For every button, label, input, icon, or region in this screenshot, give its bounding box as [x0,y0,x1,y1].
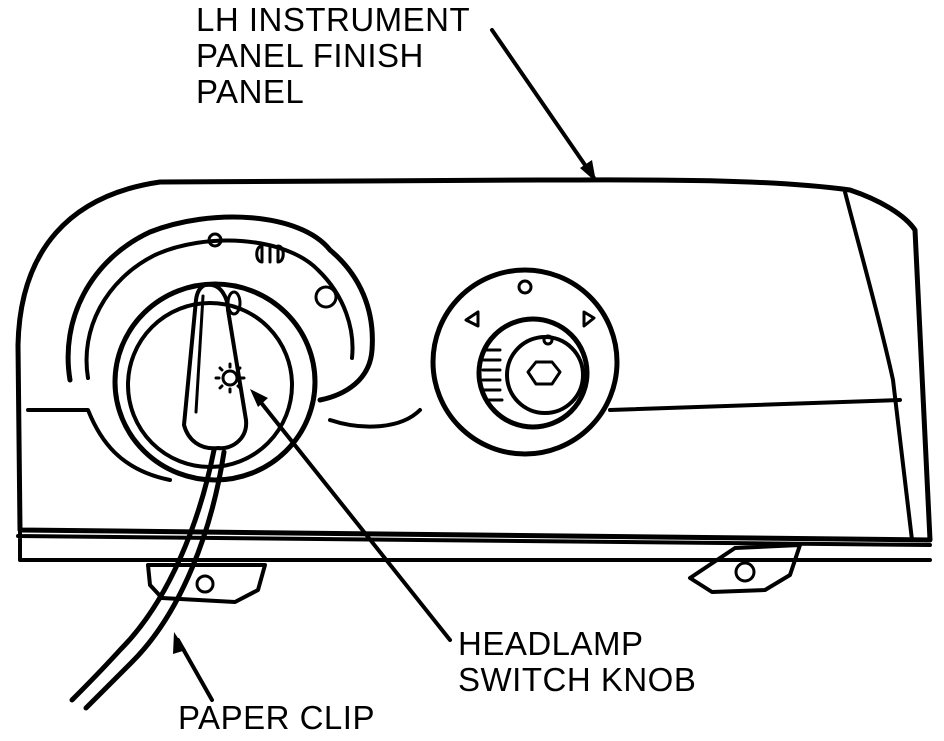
parking-lamp-symbol [255,244,285,264]
aux-position-mark [517,279,533,295]
aux-knurl [481,348,504,402]
headlamp-knob-label-line-2: SWITCH KNOB [458,661,697,698]
headlamp-knob-callout: HEADLAMP SWITCH KNOB [458,626,696,698]
right-tab-hole [734,561,756,583]
aux-top-dot [542,334,554,346]
finish-panel-outline [15,177,933,543]
headlamp-knob-label-line-1: HEADLAMP [458,625,644,662]
aux-dimmer-symbol [526,360,562,386]
panel-end-face [843,190,914,542]
arrowhead-headlamp-knob [250,389,268,407]
headlamp-symbol [314,285,338,309]
left-mounting-tab [146,563,267,604]
finish-panel-callout: LH INSTRUMENT PANEL FINISH PANEL [196,2,470,110]
finish-panel-label-line-1: LH INSTRUMENT [196,1,471,38]
left-tab-hole [195,574,215,594]
headlamp-bezel [65,214,375,403]
aux-thumbwheel-inner [505,335,585,415]
leader-finish-panel [490,28,596,180]
aux-control-bezel [430,267,620,457]
right-mounting-tab [688,543,802,594]
knob-pointer-slot [194,294,205,414]
arrowhead-finish-panel [580,160,596,182]
panel-lower-lip [16,528,932,562]
paper-clip-wire [69,447,217,703]
aux-left-mark [464,310,480,328]
arrowhead-paper-clip [173,632,186,654]
leader-headlamp-knob [253,393,452,642]
paper-clip-label-line-1: PAPER CLIP [178,699,375,736]
paper-clip-wire-second [83,449,227,711]
knob-face [126,301,294,469]
aux-thumbwheel-outer [476,316,590,430]
finish-panel-label-line-2: PANEL FINISH [196,37,424,74]
paper-clip-callout: PAPER CLIP [178,700,375,736]
aux-right-mark [582,310,596,328]
finish-panel-label-line-3: PANEL [196,73,305,110]
knob-indicator-dot [226,290,242,316]
dome-lamp-symbol [214,362,246,394]
off-position-mark [207,232,223,248]
panel-styling-line [26,398,902,482]
headlamp-bezel-inner [84,238,355,380]
